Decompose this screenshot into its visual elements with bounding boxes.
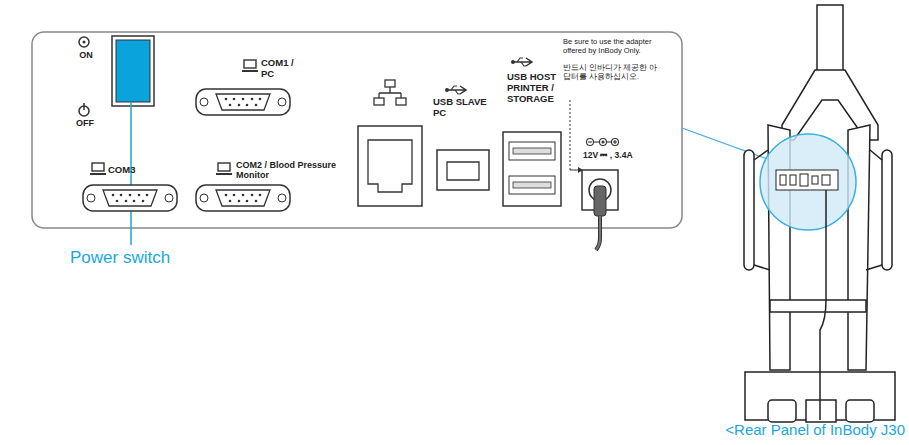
power-rating: 12V ⎓ , 3.4A: [583, 151, 663, 161]
switch-state: ON: [76, 50, 96, 60]
port-label: COM2 / Blood Pressure Monitor: [236, 160, 356, 181]
switch-state: OFF: [72, 118, 98, 128]
figure-caption: <Rear Panel of InBody J30: [700, 421, 905, 438]
warning-note: 반드시 인바디가 제공한 아답터를 사용하십시오.: [563, 64, 663, 81]
power-switch-label: Power switch: [70, 248, 230, 268]
port-label: COM1 / PC: [261, 58, 305, 80]
port-label: USB HOST PRINTER / STORAGE: [507, 72, 567, 105]
port-label: USB SLAVE PC: [433, 97, 493, 119]
warning-note: Be sure to use the adapter offered by In…: [563, 38, 673, 55]
port-label: COM3: [108, 165, 148, 176]
